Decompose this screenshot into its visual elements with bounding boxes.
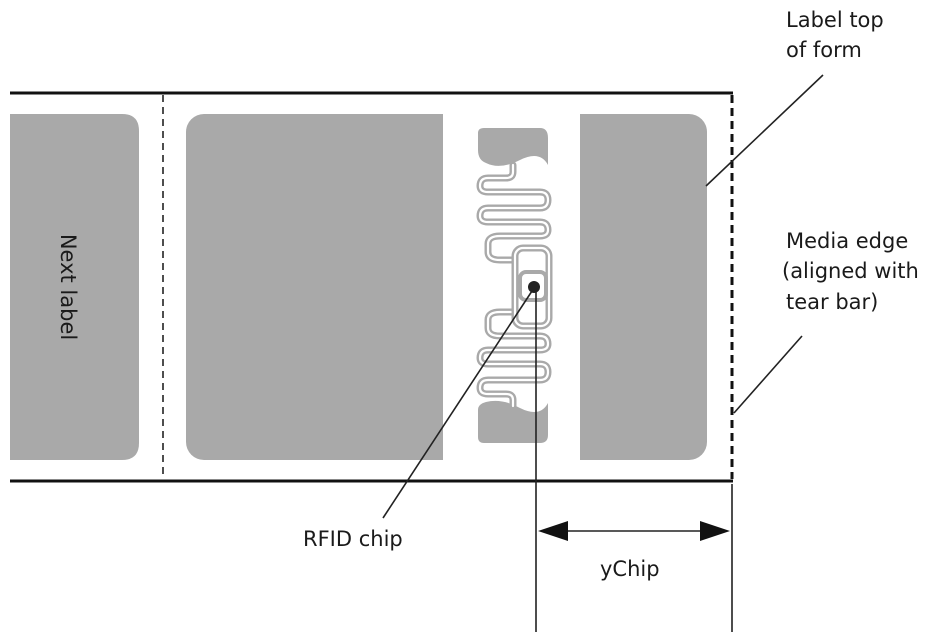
rfid-chip-leader (382, 290, 533, 519)
antenna-pad-bottom (478, 400, 548, 443)
next-label-text: Next label (56, 234, 80, 340)
rfid-chip-dot (528, 281, 540, 293)
ychip-dimension-arrow (538, 521, 730, 541)
media-edge-line1: Media edge (786, 229, 908, 253)
rfid-chip-label: RFID chip (303, 527, 403, 551)
label-top-of-form-line2: of form (786, 38, 862, 62)
media-edge-line2: (aligned with (782, 259, 919, 283)
label-top-of-form-leader (705, 74, 824, 187)
antenna-pad-top (478, 128, 548, 166)
next-label-shape (10, 114, 139, 460)
media-edge-leader (733, 335, 803, 414)
media-edge-line3: tear bar) (786, 290, 878, 314)
rfid-antenna (476, 161, 553, 410)
ychip-label: yChip (600, 557, 660, 581)
label-top-of-form-line1: Label top (786, 8, 884, 32)
